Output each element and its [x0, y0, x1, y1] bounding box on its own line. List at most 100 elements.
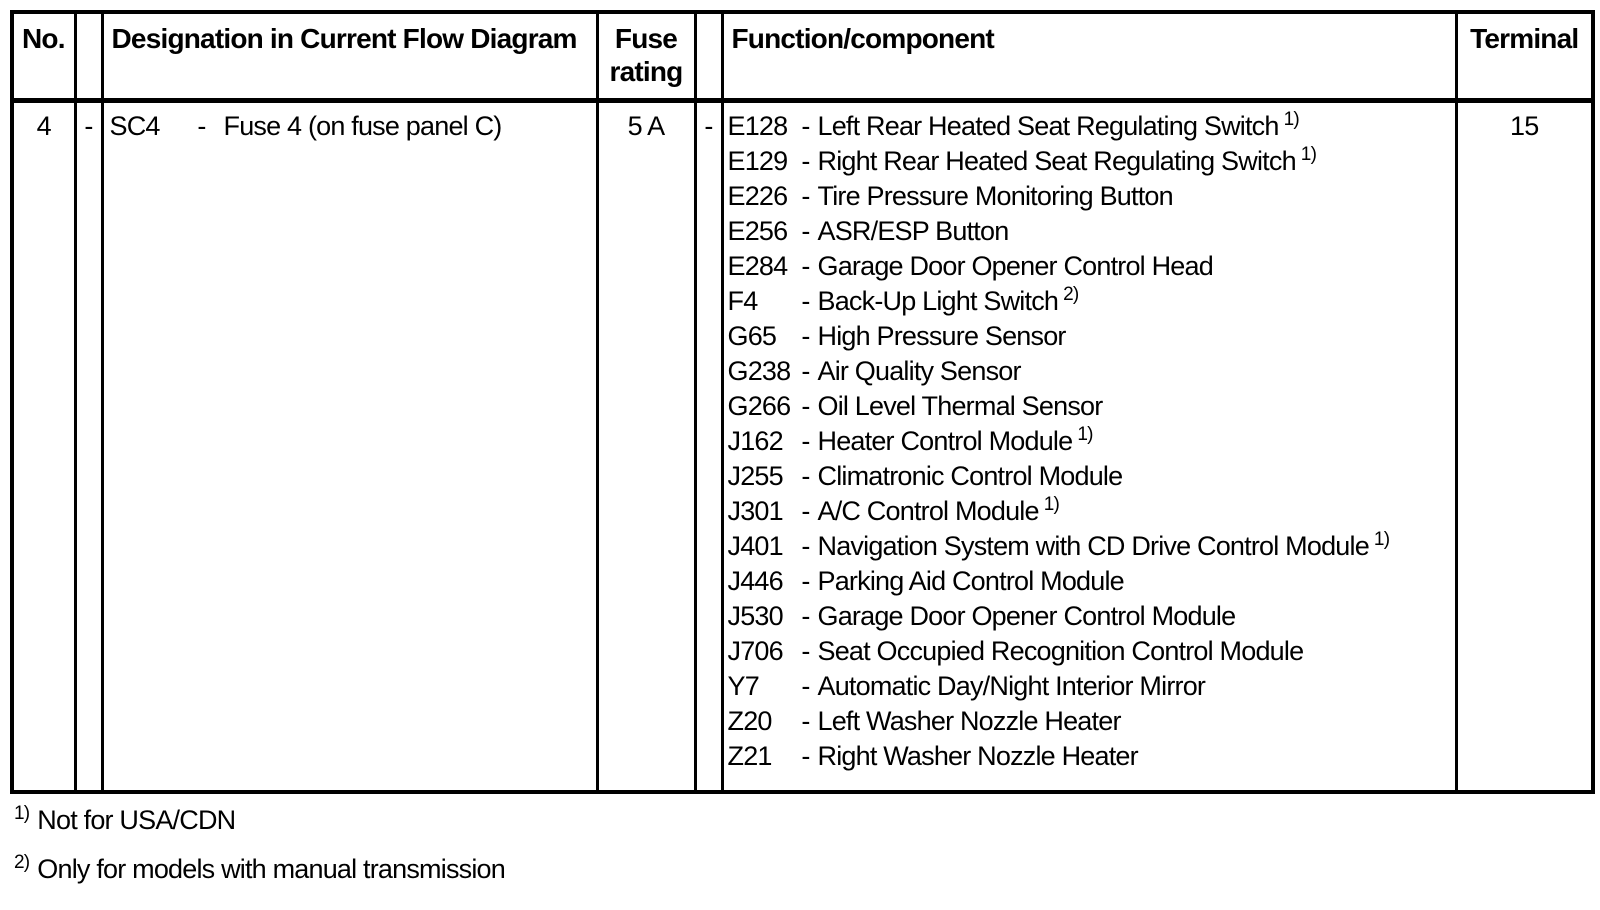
component-dash: -	[801, 600, 810, 631]
fuse-rating-header-line2: rating	[609, 56, 684, 87]
component-text: Climatronic Control Module	[817, 460, 1124, 491]
column-header-spacer-1	[73, 10, 104, 103]
component-description: Garage Door Opener Control Head	[818, 249, 1453, 284]
column-header-terminal: Terminal	[1454, 10, 1595, 103]
component-row: Z20 - Left Washer Nozzle Heater	[728, 704, 1453, 739]
component-description: Tire Pressure Monitoring Button	[818, 179, 1453, 214]
component-code: J301	[727, 495, 784, 526]
component-code: E256	[727, 215, 789, 246]
footnote-ref: 1)	[1300, 143, 1317, 165]
component-code: Z20	[727, 705, 773, 736]
component-code: J162	[727, 425, 784, 456]
component-code: J530	[727, 600, 784, 631]
component-text: A/C Control Module	[817, 495, 1040, 526]
component-dash: -	[801, 635, 810, 666]
component-text: Left Washer Nozzle Heater	[817, 705, 1122, 736]
component-list: E128 - Left Rear Heated Seat Regulating …	[728, 109, 1453, 774]
designation-cell: SC4 - Fuse 4 (on fuse panel C)	[100, 98, 599, 794]
fuse-rating-cell: 5 A	[595, 98, 697, 794]
component-description: Parking Aid Control Module	[818, 564, 1453, 599]
component-row: E284 - Garage Door Opener Control Head	[728, 249, 1453, 284]
component-code: Z21	[727, 740, 773, 771]
footnote-marker: 1)	[14, 803, 30, 824]
component-text: Left Rear Heated Seat Regulating Switch	[817, 110, 1280, 141]
footnotes: 1) Not for USA/CDN 2) Only for models with…	[14, 801, 506, 899]
component-description: Automatic Day/Night Interior Mirror	[818, 669, 1453, 704]
footnote: 1) Not for USA/CDN	[14, 801, 505, 839]
component-code: J255	[727, 460, 784, 491]
component-text: Oil Level Thermal Sensor	[817, 390, 1104, 421]
footnote-text: Not for USA/CDN	[37, 805, 236, 835]
component-dash: -	[801, 740, 810, 771]
component-row: G238 - Air Quality Sensor	[728, 354, 1453, 389]
dash-cell-1: -	[73, 98, 104, 794]
designation-text: Fuse 4 (on fuse panel C)	[223, 110, 503, 141]
footnote-ref: 1)	[1077, 423, 1093, 445]
component-description: ASR/ESP Button	[818, 214, 1453, 249]
component-code: E129	[727, 145, 789, 176]
footnote-ref: 2)	[1063, 283, 1079, 305]
component-code: E226	[727, 180, 789, 211]
component-code: Y7	[727, 670, 760, 701]
column-header-designation: Designation in Current Flow Diagram	[100, 10, 599, 103]
fuse-number-cell: 4	[10, 98, 77, 794]
component-code: J401	[727, 530, 784, 561]
footnote-ref: 1)	[1043, 493, 1060, 515]
terminal-cell: 15	[1454, 98, 1595, 794]
component-row: J706 - Seat Occupied Recognition Control…	[728, 634, 1453, 669]
component-text: Automatic Day/Night Interior Mirror	[817, 670, 1206, 701]
component-row: J530 - Garage Door Opener Control Module	[728, 599, 1453, 634]
component-dash: -	[801, 705, 810, 736]
fuse-code: SC4	[109, 110, 161, 141]
component-row: E226 - Tire Pressure Monitoring Button	[728, 179, 1453, 214]
component-description: Seat Occupied Recognition Control Module	[818, 634, 1453, 669]
footnote-text: Only for models with manual transmission	[37, 854, 505, 884]
component-text: Air Quality Sensor	[817, 355, 1022, 386]
component-text: Garage Door Opener Control Head	[817, 250, 1214, 281]
component-code: J706	[727, 635, 784, 666]
component-text: Tire Pressure Monitoring Button	[817, 180, 1174, 211]
column-header-no: No.	[10, 10, 77, 103]
component-dash: -	[801, 320, 810, 351]
component-text: Heater Control Module	[817, 425, 1074, 456]
dash-cell-2: -	[693, 98, 724, 794]
component-description: Navigation System with CD Drive Control …	[818, 529, 1453, 564]
component-text: Right Washer Nozzle Heater	[817, 740, 1139, 771]
column-header-fuse-rating: Fuse rating	[595, 10, 697, 103]
fuse-table: No. Designation in Current Flow Diagram …	[10, 10, 1595, 794]
component-code: J446	[727, 565, 784, 596]
component-row: Y7 - Automatic Day/Night Interior Mirror	[728, 669, 1453, 704]
component-code: G238	[727, 355, 792, 386]
component-row: G65 - High Pressure Sensor	[728, 319, 1453, 354]
component-description: Climatronic Control Module	[818, 459, 1453, 494]
footnote-marker: 2)	[14, 852, 30, 873]
component-row: J255 - Climatronic Control Module	[728, 459, 1453, 494]
component-row: E129 - Right Rear Heated Seat Regulating…	[728, 144, 1453, 179]
component-row: J401 - Navigation System with CD Drive C…	[728, 529, 1453, 564]
components-cell: E128 - Left Rear Heated Seat Regulating …	[720, 98, 1458, 794]
component-text: ASR/ESP Button	[817, 215, 1010, 246]
component-description: Left Washer Nozzle Heater	[818, 704, 1453, 739]
component-row: G266 - Oil Level Thermal Sensor	[728, 389, 1453, 424]
component-description: Right Rear Heated Seat Regulating Switch…	[818, 144, 1453, 179]
component-code: F4	[727, 285, 759, 316]
component-row: J446 - Parking Aid Control Module	[728, 564, 1453, 599]
column-header-function: Function/component	[720, 10, 1458, 103]
component-code: G266	[727, 390, 792, 421]
component-code: G65	[727, 320, 777, 351]
component-dash: -	[801, 425, 810, 456]
component-text: Parking Aid Control Module	[817, 565, 1125, 596]
footnote: 2) Only for models with manual transmissi…	[14, 850, 506, 888]
header-row: No. Designation in Current Flow Diagram …	[10, 10, 1595, 103]
component-dash: -	[801, 285, 810, 316]
component-text: Right Rear Heated Seat Regulating Switch	[817, 145, 1297, 176]
fuse-rating-header-line1: Fuse	[614, 23, 678, 54]
fuse-row: 4 - SC4 - Fuse 4 (on fuse panel C) 5 A -	[10, 98, 1595, 794]
